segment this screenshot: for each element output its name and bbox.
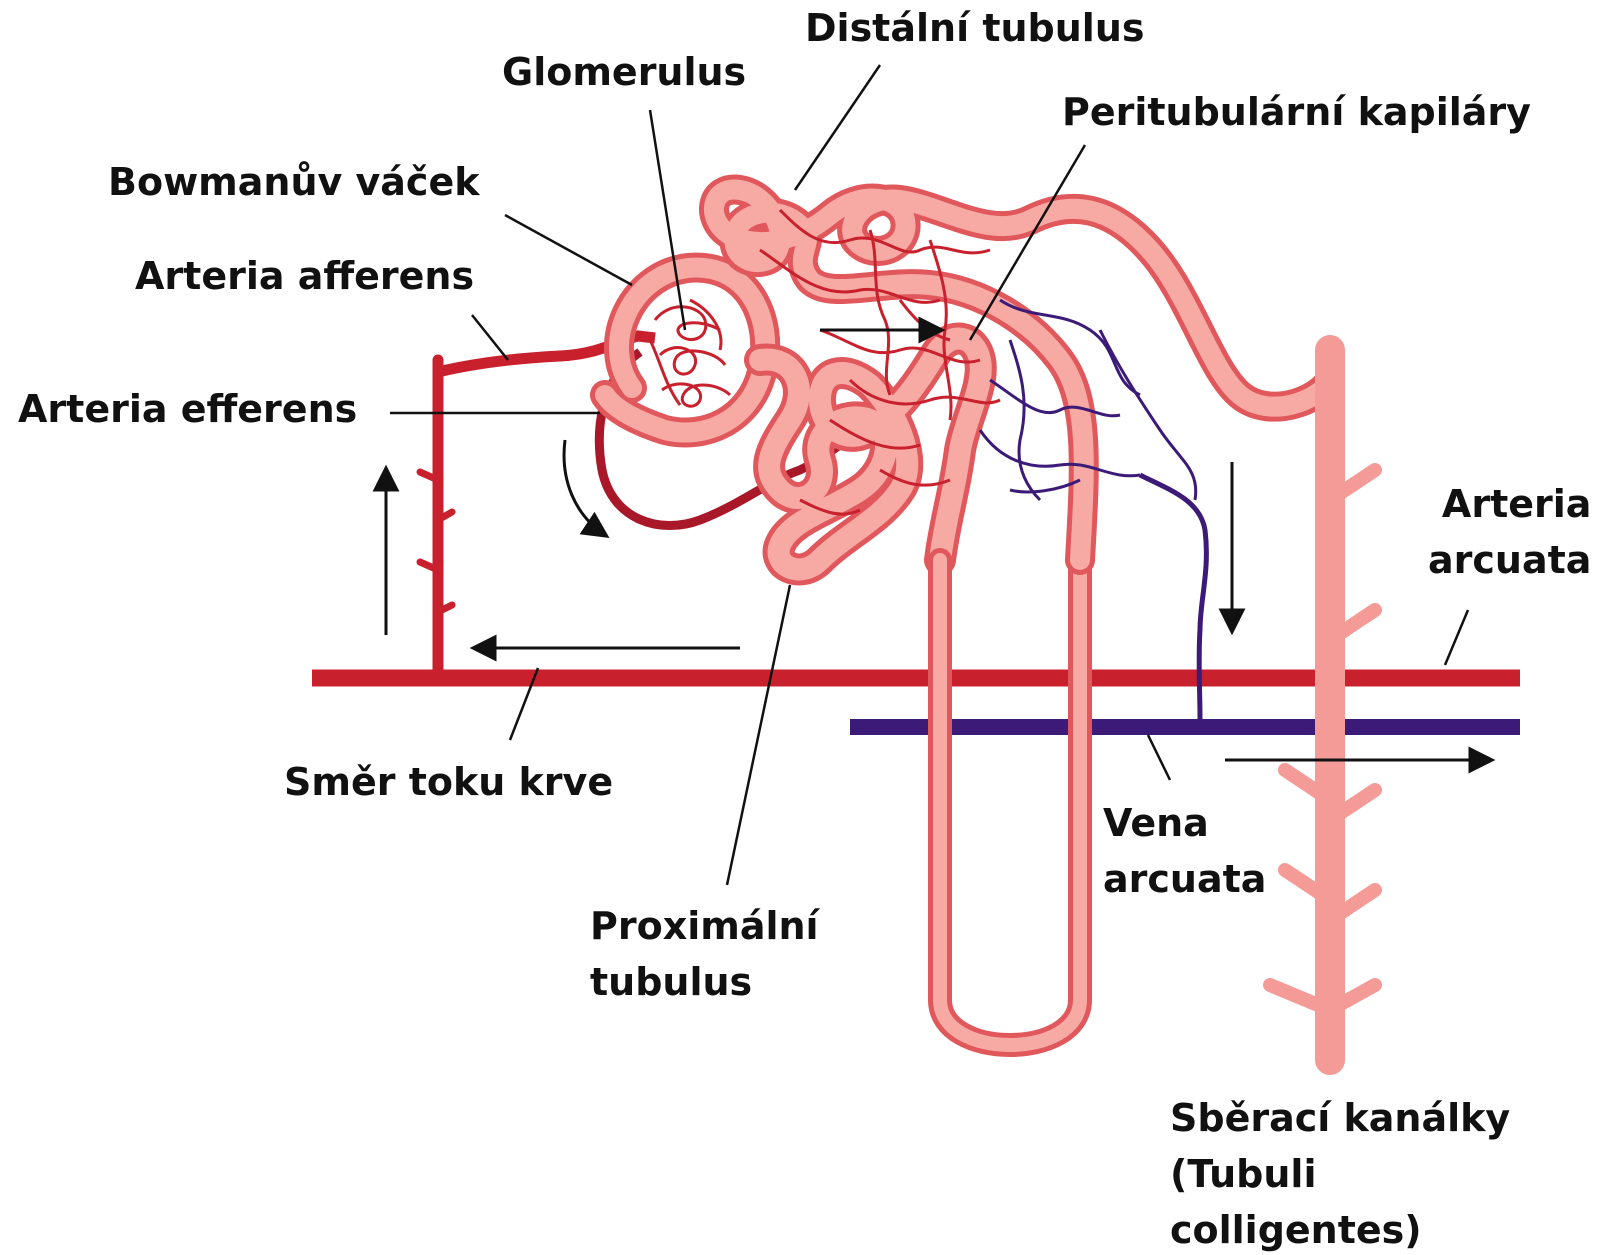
label-distal-tubule: Distální tubulus [805,4,1145,53]
label-arcuate-artery: Arteria arcuata [1428,476,1591,588]
label-collecting-ducts: Sběrací kanálky (Tubuli colligentes) [1170,1090,1510,1255]
leader-bowman [505,215,632,285]
leader-afferent [472,315,508,360]
loop-of-henle [940,560,1080,1045]
label-blood-flow-direction: Směr toku krve [284,758,613,807]
leader-distal [795,65,880,190]
collecting-duct [1270,350,1375,1060]
label-peritubular-capillaries: Peritubulární kapiláry [1062,88,1531,137]
leader-proximal [727,585,790,885]
label-afferent-arteriole: Arteria afferens [135,252,474,301]
leader-arcuate-vein [1148,735,1170,780]
label-arcuate-vein: Vena arcuata [1103,795,1266,907]
interlobular-artery [420,360,452,678]
label-glomerulus: Glomerulus [502,48,746,97]
label-bowman-capsule: Bowmanův váček [108,158,480,207]
label-efferent-arteriole: Arteria efferens [18,385,357,434]
label-proximal-tubule: Proximální tubulus [590,898,819,1010]
leader-arcuate-artery [1445,610,1468,665]
glomerulus-tuft [650,300,730,406]
